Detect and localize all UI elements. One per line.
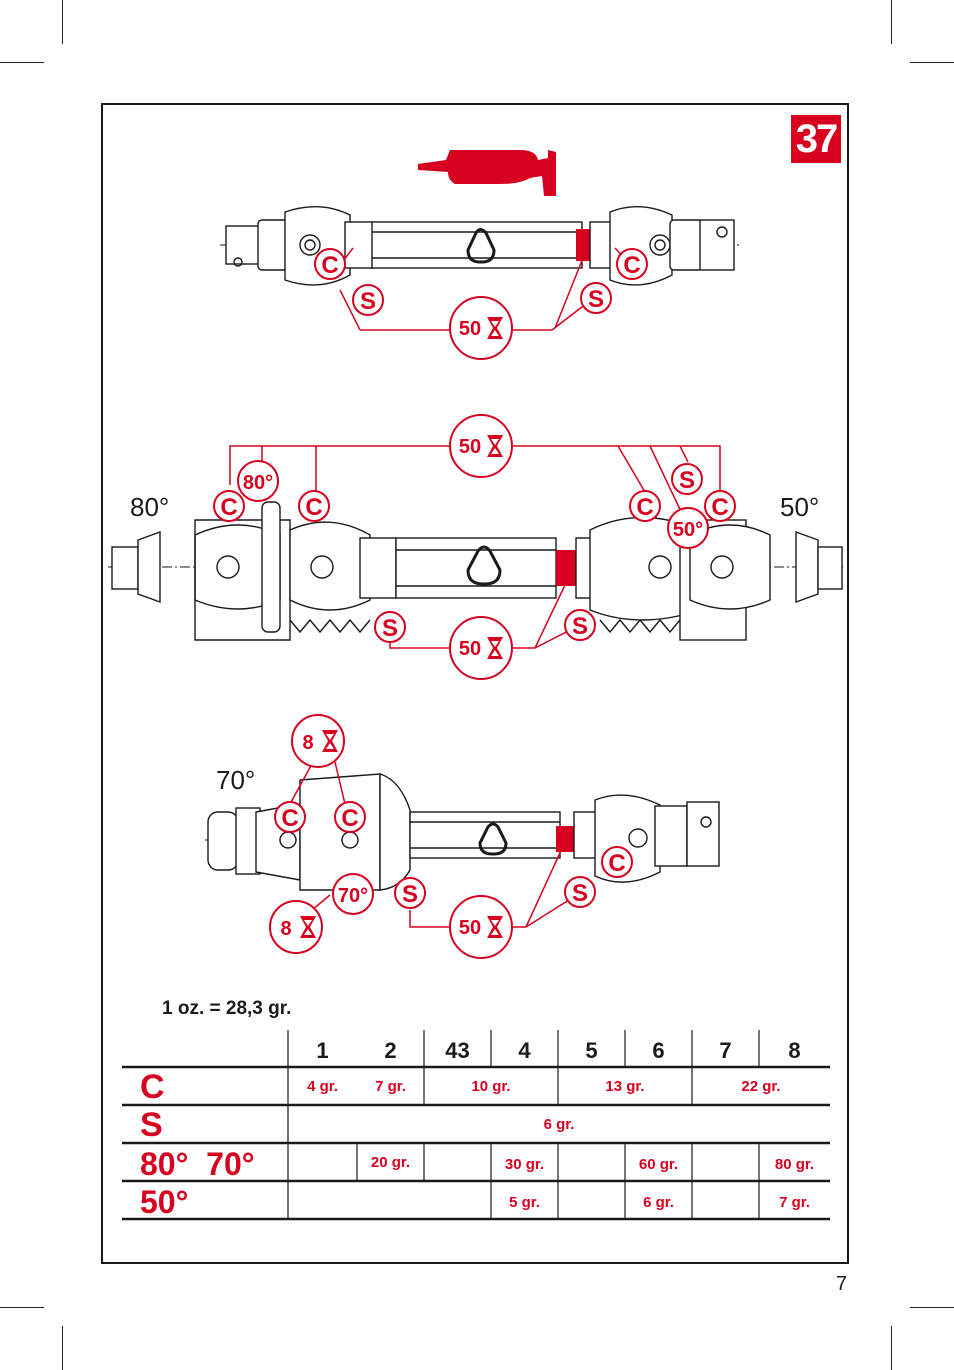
crop-mark — [891, 1326, 892, 1370]
svg-text:50: 50 — [459, 436, 481, 458]
svg-text:C: C — [623, 252, 640, 279]
unit-conversion: 1 oz. = 28,3 gr. — [162, 998, 292, 1019]
svg-text:50°: 50° — [673, 519, 703, 541]
svg-text:S: S — [402, 881, 418, 908]
svg-text:50: 50 — [459, 638, 481, 660]
svg-text:C: C — [305, 494, 322, 521]
top-badges: C C S S 50 — [314, 248, 648, 360]
svg-text:S: S — [360, 288, 376, 315]
svg-text:80°: 80° — [130, 492, 169, 522]
row-label-angle-50: 50° — [140, 1184, 189, 1220]
column-header: 4 — [518, 1038, 531, 1063]
page-frame — [101, 103, 849, 1264]
table-cell: 6 gr. — [543, 1116, 575, 1133]
svg-text:C: C — [281, 805, 298, 832]
driveshaft-middle — [108, 501, 846, 641]
column-header: 1 — [316, 1038, 329, 1063]
grease-gun-icon — [418, 150, 556, 196]
svg-text:S: S — [382, 615, 398, 642]
svg-text:8: 8 — [280, 918, 291, 940]
table-cell: 22 gr. — [741, 1078, 781, 1095]
column-header: 6 — [652, 1038, 665, 1063]
driveshaft-bottom — [205, 773, 720, 891]
crop-mark — [0, 62, 44, 63]
crop-mark — [910, 62, 954, 63]
table-cell: 80 gr. — [774, 1156, 815, 1173]
bottom-badges: 70° 8 C C C 70° S S 8 50 — [216, 714, 633, 959]
driveshaft-diagrams: C C S S 50 — [108, 150, 846, 959]
table-cell: 7 gr. — [779, 1194, 810, 1211]
crop-mark — [62, 1326, 63, 1370]
table-lines — [122, 1030, 830, 1221]
column-header: 2 — [384, 1038, 397, 1063]
svg-text:80°: 80° — [243, 472, 273, 494]
svg-text:8: 8 — [302, 732, 313, 754]
svg-text:S: S — [679, 467, 695, 494]
row-label-angle-80-70: 80° 70° — [140, 1146, 255, 1182]
svg-text:S: S — [572, 613, 588, 640]
svg-text:C: C — [341, 805, 358, 832]
section-badge: 37 — [791, 115, 841, 163]
crop-mark — [62, 0, 63, 44]
row-label-s: S — [140, 1106, 163, 1144]
crop-mark — [910, 1307, 954, 1308]
svg-text:70°: 70° — [338, 885, 368, 907]
svg-text:50°: 50° — [780, 492, 819, 522]
column-header: 7 — [719, 1038, 732, 1063]
svg-text:C: C — [220, 494, 237, 521]
column-header: 43 — [445, 1038, 470, 1063]
crop-mark — [891, 0, 892, 44]
svg-text:C: C — [321, 252, 338, 279]
table-cell: 6 gr. — [643, 1194, 674, 1211]
table-cell: 20 gr. — [370, 1154, 411, 1171]
middle-badges: 80° 50° 50 80° C C S C C 50° S S 50 — [130, 414, 819, 680]
driveshaft-top — [220, 205, 740, 286]
svg-text:S: S — [588, 286, 604, 313]
row-label-c: C — [140, 1068, 165, 1106]
svg-text:50: 50 — [459, 318, 481, 340]
svg-text:C: C — [608, 850, 625, 877]
svg-text:50: 50 — [459, 917, 481, 939]
column-header: 8 — [788, 1038, 801, 1063]
svg-text:C: C — [711, 494, 728, 521]
table-cell: 30 gr. — [504, 1156, 545, 1173]
crop-mark — [0, 1307, 44, 1308]
table-cell: 7 gr. — [375, 1078, 406, 1095]
svg-text:70°: 70° — [216, 765, 255, 795]
svg-text:C: C — [636, 494, 653, 521]
table-cell: 4 gr. — [307, 1078, 338, 1095]
table-cell: 60 gr. — [638, 1156, 679, 1173]
table-cell: 10 gr. — [471, 1078, 511, 1095]
svg-text:S: S — [572, 880, 588, 907]
page-number: 7 — [836, 1273, 848, 1295]
column-header: 5 — [585, 1038, 598, 1063]
table-cell: 13 gr. — [605, 1078, 645, 1095]
table-cell: 5 gr. — [509, 1194, 540, 1211]
